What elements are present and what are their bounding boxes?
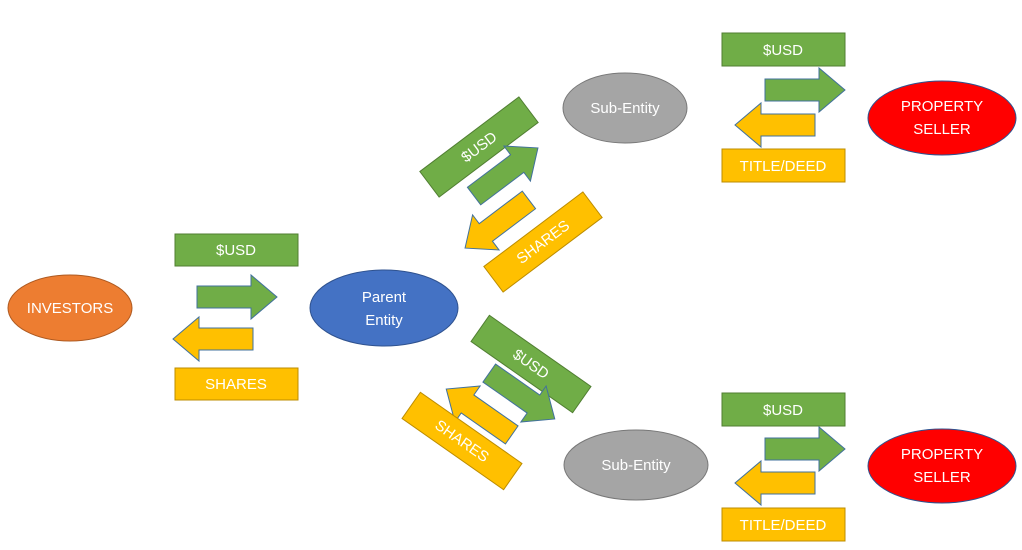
title-arrow-left-icon xyxy=(734,102,816,148)
property-seller-top-line1: PROPERTY xyxy=(901,98,983,115)
property-seller-bottom-node: PROPERTY SELLER xyxy=(867,428,1017,504)
shares-label-box: SHARES xyxy=(174,367,299,401)
svg-text:$USD: $USD xyxy=(763,42,803,59)
investors-node: INVESTORS xyxy=(7,274,133,342)
usd-label-box: $USD xyxy=(419,96,539,198)
svg-text:TITLE/DEED: TITLE/DEED xyxy=(740,158,827,175)
sub-bottom-seller-flow: $USD TITLE/DEED xyxy=(721,392,846,542)
property-seller-top-node: PROPERTY SELLER xyxy=(867,80,1017,156)
svg-text:TITLE/DEED: TITLE/DEED xyxy=(740,517,827,534)
property-seller-bottom-line2: SELLER xyxy=(913,469,971,486)
investors-label: INVESTORS xyxy=(27,300,113,317)
parent-sub-top-flow: $USD SHARES xyxy=(419,96,603,293)
title-deed-label-box: TITLE/DEED xyxy=(721,507,846,542)
svg-text:$USD: $USD xyxy=(763,402,803,419)
usd-label-box: $USD xyxy=(721,392,846,427)
parent-entity-label-line1: Parent xyxy=(362,289,407,306)
parent-sub-bottom-flow: $USD SHARES xyxy=(401,314,592,491)
usd-label-box: $USD xyxy=(174,233,299,267)
sub-top-seller-flow: $USD TITLE/DEED xyxy=(721,32,846,183)
property-seller-bottom-line1: PROPERTY xyxy=(901,446,983,463)
parent-entity-label-line2: Entity xyxy=(365,312,403,329)
money-arrow-right-icon xyxy=(764,67,846,113)
investors-parent-flow: $USD SHARES xyxy=(172,233,299,401)
title-arrow-left-icon xyxy=(734,460,816,506)
property-seller-top-line2: SELLER xyxy=(913,121,971,138)
money-arrow-right-icon xyxy=(764,426,846,472)
sub-entity-top-label: Sub-Entity xyxy=(590,100,660,117)
usd-label-box: $USD xyxy=(721,32,846,67)
svg-text:SHARES: SHARES xyxy=(205,376,267,393)
sub-entity-bottom-label: Sub-Entity xyxy=(601,457,671,474)
sub-entity-top-node: Sub-Entity xyxy=(562,72,688,144)
sub-entity-bottom-node: Sub-Entity xyxy=(563,429,709,501)
title-deed-label-box: TITLE/DEED xyxy=(721,148,846,183)
shares-arrow-left-icon xyxy=(172,316,254,362)
parent-entity-node: Parent Entity xyxy=(309,269,459,347)
money-arrow-right-icon xyxy=(196,274,278,320)
svg-text:$USD: $USD xyxy=(216,242,256,259)
